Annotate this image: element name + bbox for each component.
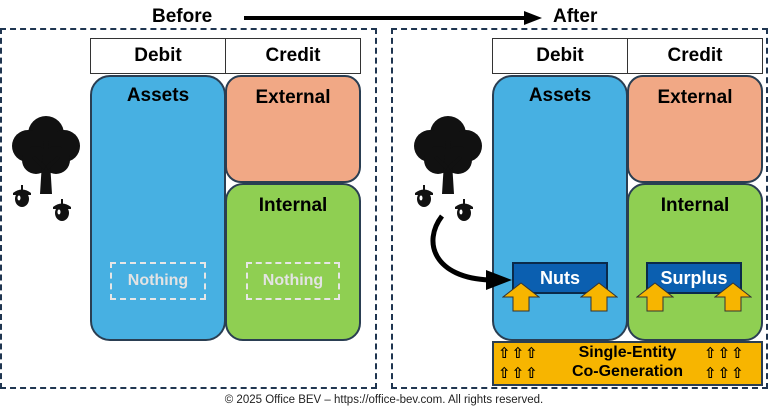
up-arrow-icon	[502, 282, 540, 312]
external-block: External	[627, 75, 763, 183]
up-arrow-icon: ⇧⇧⇧	[498, 345, 539, 362]
acorn-icon	[53, 199, 71, 221]
assets-block: Assets	[90, 75, 226, 341]
up-arrow-icon: ⇧⇧⇧	[704, 345, 745, 362]
tree-icon	[12, 116, 80, 194]
up-arrow-icon	[636, 282, 674, 312]
before-panel	[0, 28, 377, 389]
assets-label: Assets	[528, 85, 592, 106]
external-label: External	[255, 87, 331, 108]
copyright-footer: © 2025 Office BEV – https://office-bev.c…	[224, 394, 544, 406]
up-arrow-icon: ⇧⇧⇧	[704, 365, 745, 382]
before-after-arrow-icon	[244, 11, 542, 25]
tree-icon	[414, 116, 482, 194]
nothing-credit: Nothing	[246, 262, 340, 300]
before-title: Before	[152, 6, 213, 27]
cogeneration-text: Single-Entity Co-Generation	[555, 343, 700, 381]
surplus-tag: Surplus	[646, 262, 742, 294]
nothing-debit: Nothing	[110, 262, 206, 300]
up-arrow-icon	[580, 282, 618, 312]
internal-label: Internal	[258, 195, 328, 216]
credit-header: Credit	[627, 38, 763, 74]
external-label: External	[657, 87, 733, 108]
acorn-icon	[455, 199, 473, 221]
cogeneration-line1: Single-Entity	[578, 344, 677, 361]
internal-label: Internal	[660, 195, 730, 216]
debit-header: Debit	[492, 38, 628, 74]
external-block: External	[225, 75, 361, 183]
up-arrow-icon: ⇧⇧⇧	[498, 365, 539, 382]
acorn-icon	[13, 185, 31, 207]
assets-label: Assets	[126, 85, 190, 106]
cogeneration-line2: Co-Generation	[571, 363, 684, 380]
curved-arrow-icon	[430, 214, 512, 290]
after-panel	[391, 28, 768, 389]
debit-header: Debit	[90, 38, 226, 74]
after-title: After	[553, 6, 598, 27]
up-arrow-icon	[714, 282, 752, 312]
cogeneration-bar	[492, 341, 763, 386]
credit-header: Credit	[225, 38, 361, 74]
acorn-icon	[415, 185, 433, 207]
